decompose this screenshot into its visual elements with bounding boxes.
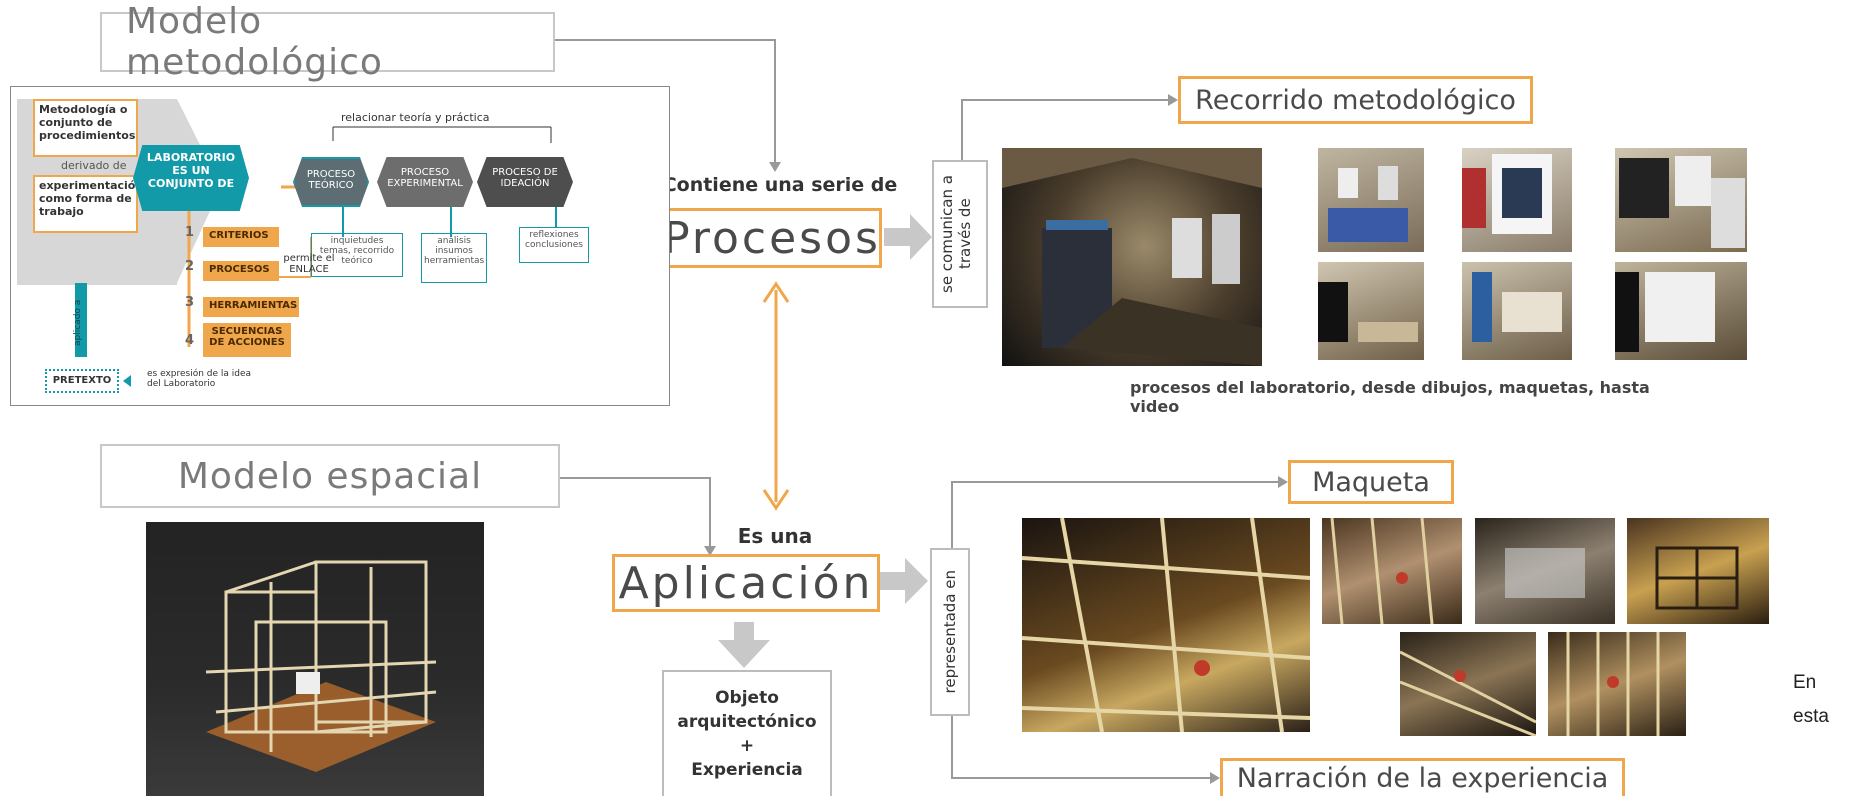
photo-recorrido-main	[1002, 148, 1262, 366]
label-relacionar: relacionar teoría y práctica	[341, 111, 490, 124]
num-4: 4	[185, 333, 195, 348]
photo-maqueta-1	[1322, 518, 1462, 624]
photo-recorrido-2	[1462, 148, 1572, 252]
photo-recorrido-5	[1462, 262, 1572, 360]
photo-recorrido-1	[1318, 148, 1424, 252]
title-modelo-metodologico: Modelo metodológico	[100, 1, 555, 83]
tag-procesos: PROCESOS	[203, 261, 279, 281]
box-metodologia: Metodología o conjunto de procedimientos	[33, 99, 138, 157]
stray-text-esta: esta	[1793, 706, 1829, 727]
box-reflexiones: reflexiones conclusiones	[519, 227, 589, 263]
label-aplicado: aplicado a	[73, 299, 83, 347]
photo-recorrido-6	[1615, 262, 1747, 360]
tag-herramientas: HERRAMIENTAS	[203, 297, 299, 317]
photo-maqueta-5	[1548, 632, 1686, 736]
box-analisis: análisis insumos herramientas	[421, 233, 487, 283]
photo-modelo-espacial	[146, 522, 484, 796]
photo-recorrido-4	[1318, 262, 1424, 360]
methodology-diagram: Metodología o conjunto de procedimientos…	[10, 86, 670, 406]
stray-text-en: En	[1793, 672, 1817, 693]
box-proc-ideacion: PROCESO DE IDEACIÓN	[477, 157, 573, 207]
photo-maqueta-2	[1475, 518, 1615, 624]
tag-secuencias: SECUENCIAS DE ACCIONES	[203, 323, 291, 357]
caption-procesos: procesos del laboratorio, desde dibujos,…	[1130, 378, 1650, 416]
label-contiene: Contiene una serie de	[662, 174, 898, 196]
box-objeto: Objeto arquitectónico + Experiencia	[662, 670, 832, 796]
label-permite: permite el ENLACE	[283, 253, 335, 275]
tag-criterios: CRITERIOS	[203, 227, 279, 247]
box-proc-teorico: PROCESO TEÓRICO	[293, 157, 369, 207]
photo-maqueta-3	[1627, 518, 1769, 624]
num-2: 2	[185, 259, 195, 274]
photo-maqueta-main	[1022, 518, 1310, 732]
exhibition-illustration	[1002, 148, 1262, 366]
photo-recorrido-3	[1615, 148, 1747, 252]
box-laboratorio: LABORATORIO ES UN CONJUNTO DE	[133, 145, 249, 211]
title-modelo-espacial: Modelo espacial	[100, 444, 560, 508]
photo-maqueta-4	[1400, 632, 1536, 736]
label-se-comunican: se comunican a través de	[932, 160, 988, 308]
box-pretexto: PRETEXTO	[45, 369, 119, 393]
num-1: 1	[185, 225, 195, 240]
title-narracion: Narración de la experiencia	[1220, 758, 1625, 796]
box-experimentacion: experimentación como forma de trabajo	[33, 175, 143, 233]
label-es-una: Es una	[737, 524, 813, 548]
label-derivado: derivado de	[61, 159, 127, 172]
maqueta-illustration	[1022, 518, 1310, 732]
title-maqueta: Maqueta	[1288, 460, 1454, 504]
box-proc-experimental: PROCESO EXPERIMENTAL	[377, 157, 473, 207]
box-inquietudes: inquietudes temas, recorrido teórico	[311, 233, 403, 277]
label-representada: representada en	[930, 548, 970, 716]
maquette-illustration	[205, 560, 437, 772]
box-procesos: Procesos	[662, 208, 882, 268]
num-3: 3	[185, 295, 195, 310]
box-aplicacion: Aplicación	[612, 554, 880, 612]
title-recorrido: Recorrido metodológico	[1178, 76, 1533, 124]
label-expresion: es expresión de la idea del Laboratorio	[147, 369, 252, 389]
